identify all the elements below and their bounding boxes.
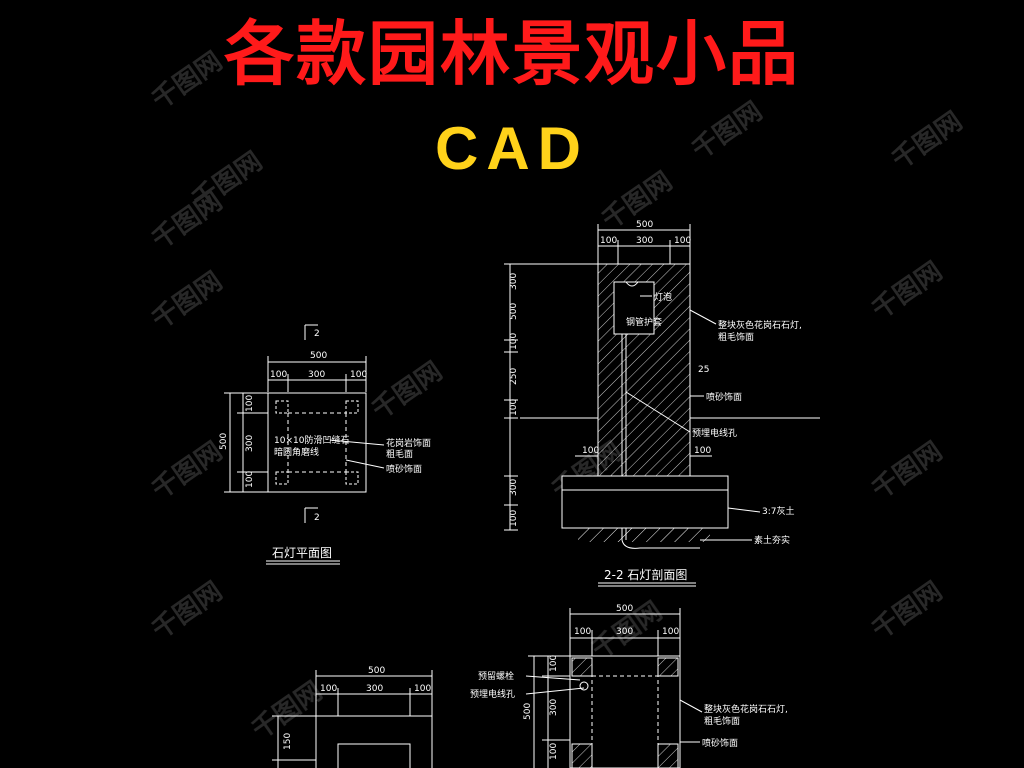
section-dim-v5: 100 xyxy=(509,399,519,416)
watermark: 千图网 xyxy=(367,356,448,425)
watermark: 千图网 xyxy=(867,436,948,505)
lowerleft-dim-right: 100 xyxy=(414,684,431,694)
section-mark-top: 2 xyxy=(314,329,320,339)
sub-title: CAD xyxy=(435,115,589,182)
plan-dim-total: 500 xyxy=(310,351,327,361)
section-view: 500 100 300 100 300 500 100 250 100 300 … xyxy=(504,220,820,587)
watermark: 千图网 xyxy=(187,146,268,215)
section-dim-v2: 500 xyxy=(509,303,519,320)
lowerleft-dim-left: 100 xyxy=(320,684,337,694)
section-dim-v7: 100 xyxy=(509,510,519,527)
section-dim-total: 500 xyxy=(636,220,653,230)
plan-view: 2 2 500 100 300 100 500 100 300 xyxy=(219,324,431,565)
lower-dim-v4: 100 xyxy=(549,743,559,760)
lowerleft-dim-mid: 300 xyxy=(366,684,383,694)
lower-dim-v3: 300 xyxy=(549,699,559,716)
lower-dim-mid: 300 xyxy=(616,627,633,637)
watermark: 千图网 xyxy=(147,576,228,645)
lower-dim-v2: 500 xyxy=(523,703,533,720)
section-note-compacted: 素土夯实 xyxy=(754,534,790,546)
plan-caption: 石灯平面图 xyxy=(272,546,332,560)
plan-dim-v-bottom: 100 xyxy=(245,471,255,488)
main-title: 各款园林景观小品 xyxy=(224,13,800,95)
section-dim-base-right: 100 xyxy=(694,446,711,456)
section-caption: 2-2 石灯剖面图 xyxy=(604,568,687,582)
lower-note-rough: 粗毛饰面 xyxy=(704,715,740,727)
plan-note-rough: 粗毛面 xyxy=(386,448,413,460)
lower-view: 500 100 300 100 100 500 300 100 预留螺栓 预埋电… xyxy=(470,604,788,768)
plan-dim-v-mid: 300 xyxy=(245,435,255,452)
section-note-pipe-sleeve: 钢管护套 xyxy=(626,316,662,328)
section-note-granite: 整块灰色花岗石石灯, xyxy=(718,319,802,331)
lowerleft-dim-total: 500 xyxy=(368,666,385,676)
watermark: 千图网 xyxy=(867,256,948,325)
section-dim-v1: 300 xyxy=(509,273,519,290)
plan-note-sandblast: 喷砂饰面 xyxy=(386,463,422,475)
section-dim-base-left: 100 xyxy=(582,446,599,456)
lower-left-view: 500 100 300 100 150 xyxy=(272,666,433,768)
plan-note-groove: 10×10防滑凹缝石 xyxy=(274,434,349,446)
plan-dim-v-top: 100 xyxy=(245,395,255,412)
lower-note-bolt: 预留螺栓 xyxy=(478,670,514,682)
section-mark-bottom: 2 xyxy=(314,513,320,523)
lower-note-wire-hole: 预埋电线孔 xyxy=(470,688,515,700)
section-dim-v3: 100 xyxy=(509,333,519,350)
section-dim-left: 100 xyxy=(600,236,617,246)
plan-note-granite: 花岗岩饰面 xyxy=(386,437,431,449)
section-note-wire-hole: 预埋电线孔 xyxy=(692,427,737,439)
lower-dim-left: 100 xyxy=(574,627,591,637)
section-dim-right: 100 xyxy=(674,236,691,246)
watermark: 千图网 xyxy=(887,106,968,175)
lowerleft-dim-v1: 150 xyxy=(283,733,293,750)
plan-dim-left: 100 xyxy=(270,370,287,380)
section-dim-mid: 300 xyxy=(636,236,653,246)
lower-dim-v1: 100 xyxy=(549,655,559,672)
lower-dim-right: 100 xyxy=(662,627,679,637)
watermark: 千图网 xyxy=(687,96,768,165)
section-note-bulb: 灯泡 xyxy=(654,291,672,303)
watermark: 千图网 xyxy=(147,266,228,335)
plan-dim-right: 100 xyxy=(350,370,367,380)
watermark-group: 千图网 千图网 千图网 千图网 千图网 千图网 千图网 千图网 千图网 千图网 … xyxy=(147,46,968,745)
watermark: 千图网 xyxy=(867,576,948,645)
plan-dim-mid: 300 xyxy=(308,370,325,380)
lower-note-granite: 整块灰色花岗石石灯, xyxy=(704,703,788,715)
section-dim-v6: 300 xyxy=(509,479,519,496)
watermark: 千图网 xyxy=(147,436,228,505)
lower-note-sandblast: 喷砂饰面 xyxy=(702,737,738,749)
plan-dim-v-total: 500 xyxy=(219,433,229,450)
section-dim-offset: 25 xyxy=(698,365,709,375)
section-dim-v4: 250 xyxy=(509,368,519,385)
watermark: 千图网 xyxy=(147,46,228,115)
section-note-lime-soil: 3:7灰土 xyxy=(762,505,795,517)
lower-dim-total: 500 xyxy=(616,604,633,614)
section-note-sandblast: 喷砂饰面 xyxy=(706,391,742,403)
section-note-rough: 粗毛饰面 xyxy=(718,331,754,343)
plan-note-round: 暗圆角磨线 xyxy=(274,446,319,458)
